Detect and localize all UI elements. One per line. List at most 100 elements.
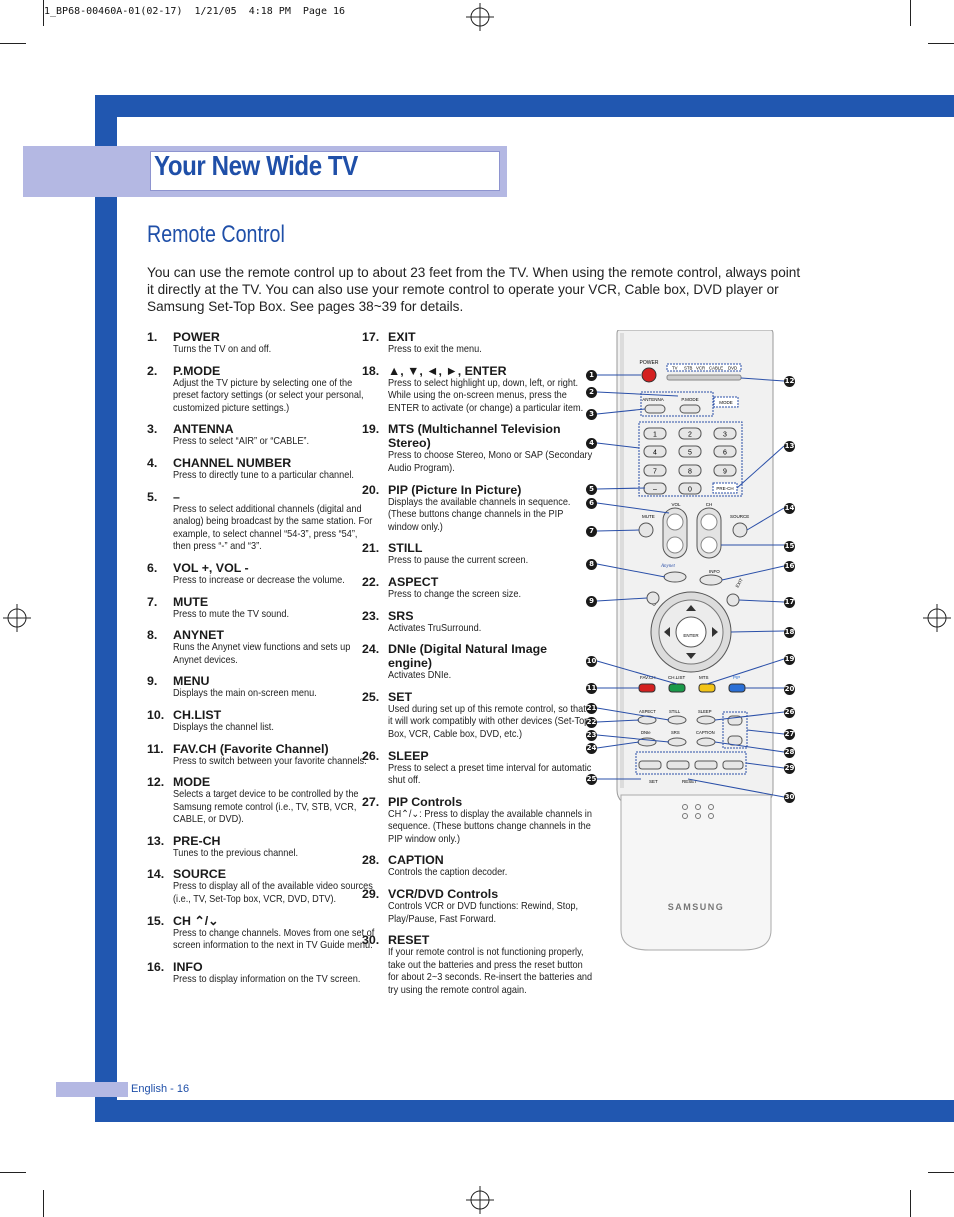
feature-number: 25. bbox=[362, 689, 380, 704]
feature-heading: 12.MODE bbox=[147, 775, 352, 789]
feature-description: Activates DNIe. bbox=[388, 670, 452, 682]
feature-description: Press to select “AIR” or “CABLE”. bbox=[173, 436, 310, 448]
digit-key bbox=[643, 445, 667, 458]
page-frame-left bbox=[95, 95, 117, 1122]
callout-number: 19 bbox=[784, 654, 795, 665]
feature-number: 28. bbox=[362, 853, 380, 868]
feature-title: – bbox=[173, 489, 180, 504]
callout-number: 8 bbox=[586, 559, 597, 570]
feature-heading: 22. ASPECT bbox=[362, 575, 567, 589]
feature-number: 17. bbox=[362, 330, 380, 344]
remote-reset-label: RESET bbox=[682, 779, 697, 784]
feature-description: Press to change channels. Moves from one… bbox=[173, 927, 375, 952]
section-title: Remote Control bbox=[147, 221, 285, 248]
digit-key bbox=[678, 482, 702, 495]
digit-key-label: 7 bbox=[653, 469, 657, 476]
feature-number: 6. bbox=[147, 560, 158, 575]
digit-key bbox=[678, 464, 702, 477]
feature-heading: 23.SRS bbox=[362, 609, 567, 623]
page-number: English - 16 bbox=[131, 1083, 190, 1095]
feature-heading: 26.SLEEP bbox=[362, 749, 567, 763]
remote-exit-label: EXIT bbox=[735, 577, 744, 588]
feature-description: Press to select additional channels (dig… bbox=[173, 503, 373, 553]
digit-key bbox=[713, 445, 737, 458]
feature-heading: 13.PRE-CH bbox=[147, 834, 352, 848]
callout-number: 9 bbox=[586, 596, 597, 607]
feature-title: MTS (Multichannel Television Stereo) bbox=[388, 422, 561, 451]
feature-description: Press to directly tune to a particular c… bbox=[173, 469, 354, 481]
digit-key-label: 0 bbox=[688, 487, 692, 494]
feature-description: Turns the TV on and off. bbox=[173, 344, 272, 355]
feature-title: ASPECT bbox=[388, 574, 439, 589]
title-box bbox=[150, 151, 500, 191]
feature-heading: 10.CH.LIST bbox=[147, 708, 352, 722]
callout-number: 16 bbox=[784, 561, 795, 572]
feature-title: FAV.CH (Favorite Channel) bbox=[173, 741, 329, 756]
callout-number: 22 bbox=[586, 717, 597, 728]
feature-title: MODE bbox=[173, 775, 211, 790]
callout-number: 12 bbox=[784, 376, 795, 387]
feature-description: Press to select highlight up, down, left… bbox=[388, 377, 584, 414]
page-frame-top bbox=[95, 95, 954, 117]
callout-number: 26 bbox=[784, 707, 795, 718]
feature-heading: 6.VOL +, VOL - bbox=[147, 561, 352, 575]
feature-number: 22. bbox=[362, 574, 380, 589]
feature-description: Controls the caption decoder. bbox=[388, 867, 508, 879]
callout-number: 14 bbox=[784, 503, 795, 514]
feature-number: 13. bbox=[147, 833, 165, 848]
feature-description: Used during set up of this remote contro… bbox=[388, 703, 590, 740]
page-frame-bottom bbox=[117, 1100, 954, 1122]
callout-number: 20 bbox=[784, 684, 795, 695]
feature-title: CH.LIST bbox=[173, 707, 222, 722]
digit-key-label: – bbox=[653, 487, 657, 494]
feature-title: DNIe (Digital Natural Image engine) bbox=[388, 642, 548, 671]
feature-item: 15.CH ⌃/⌄Press to change channels. Moves… bbox=[147, 913, 374, 953]
feature-heading: 20.PIP (Picture In Picture) bbox=[362, 483, 567, 497]
feature-heading: 19.MTS (Multichannel Television Stereo) bbox=[362, 422, 567, 450]
callout-number: 7 bbox=[586, 526, 597, 537]
callout-number: 23 bbox=[586, 730, 597, 741]
remote-aspect-label: ASPECT bbox=[639, 709, 656, 714]
feature-title: RESET bbox=[388, 933, 430, 948]
feature-description: Adjust the TV picture by selecting one o… bbox=[173, 377, 364, 414]
feature-heading: 28. CAPTION bbox=[362, 853, 567, 867]
feature-item: 6.VOL +, VOL -Press to increase or decre… bbox=[147, 561, 352, 588]
feature-title: ▲, ▼, ◄, ►, ENTER bbox=[388, 363, 507, 378]
feature-heading: 14.SOURCE bbox=[147, 867, 352, 881]
mode-bar-box bbox=[666, 363, 742, 372]
digit-key-label: 9 bbox=[723, 469, 727, 476]
feature-heading: 2. P.MODE bbox=[147, 364, 352, 378]
feature-title: CAPTION bbox=[388, 853, 444, 868]
feature-number: 2. bbox=[147, 363, 158, 378]
feature-number: 1. bbox=[147, 330, 158, 344]
feature-heading: 25.SET bbox=[362, 690, 567, 704]
feature-title: P.MODE bbox=[173, 363, 221, 378]
feature-description: Selects a target device to be controlled… bbox=[173, 789, 359, 826]
feature-title: SLEEP bbox=[388, 748, 429, 763]
feature-number: 18. bbox=[362, 363, 380, 378]
callout-number: 5 bbox=[586, 484, 597, 495]
feature-description: Press to choose Stereo, Mono or SAP (Sec… bbox=[388, 450, 593, 474]
feature-number: 15. bbox=[147, 913, 165, 928]
remote-mts-label: MTS bbox=[699, 675, 709, 680]
feature-description: Activates TruSurround. bbox=[388, 622, 482, 634]
feature-title: ANTENNA bbox=[173, 422, 234, 437]
feature-heading: 21.STILL bbox=[362, 541, 567, 555]
remote-pip-label: PIP bbox=[733, 675, 740, 680]
feature-description: Runs the Anynet view functions and sets … bbox=[173, 642, 351, 666]
feature-number: 21. bbox=[362, 541, 380, 556]
feature-heading: 18. ▲, ▼, ◄, ►, ENTER bbox=[362, 364, 567, 378]
feature-heading: 4.CHANNEL NUMBER bbox=[147, 456, 352, 470]
feature-description: Displays the available channels in seque… bbox=[388, 496, 571, 533]
